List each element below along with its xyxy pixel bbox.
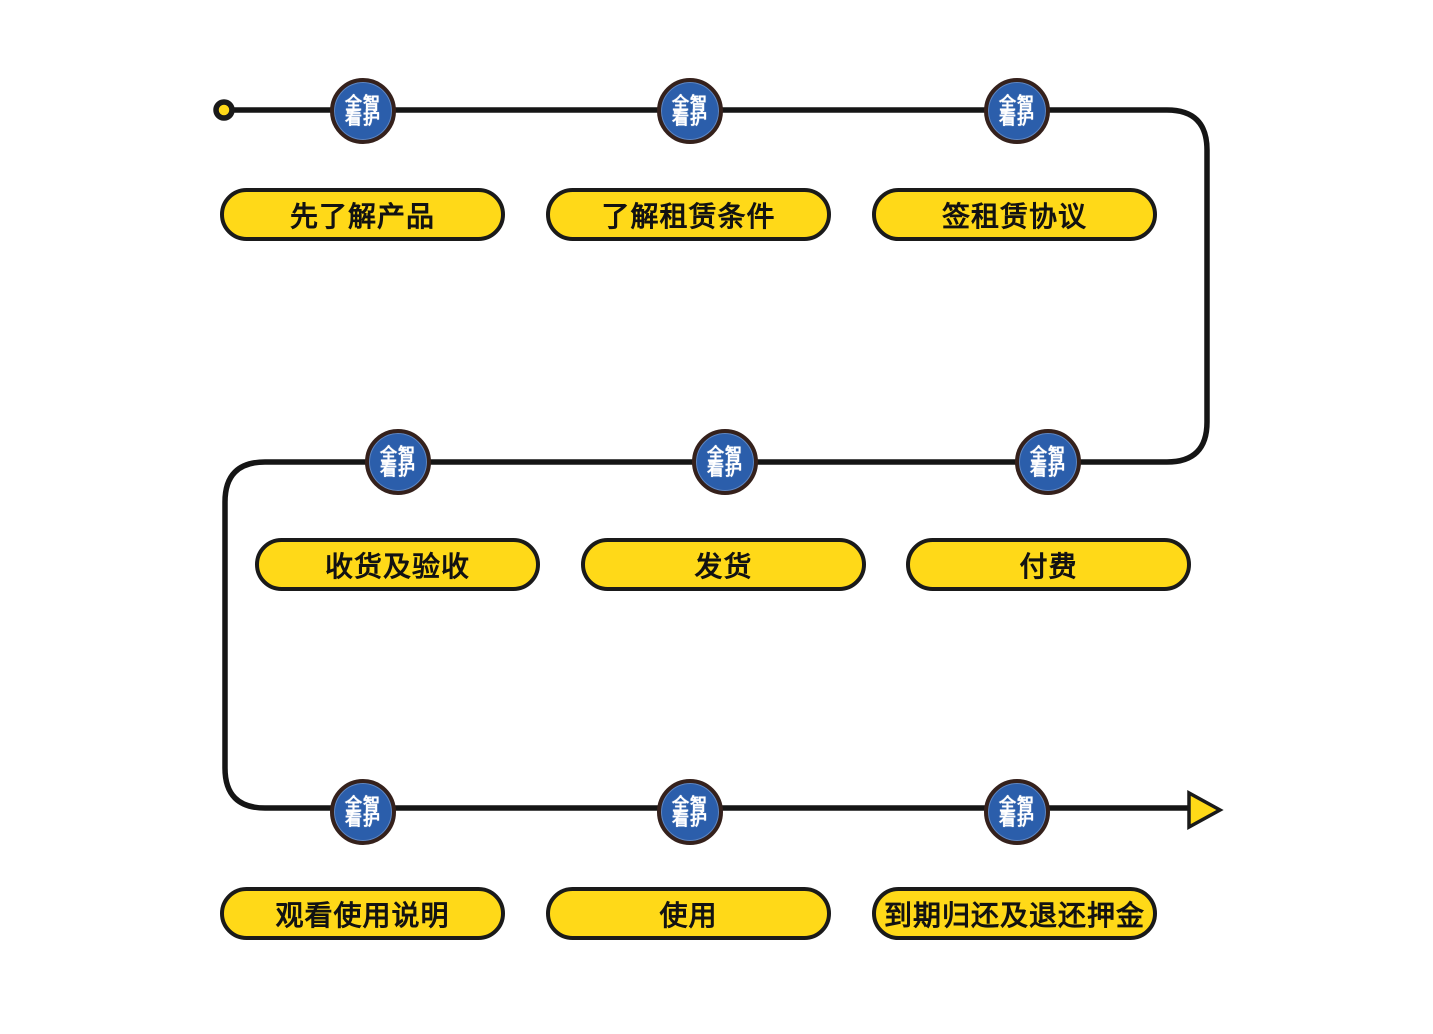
brand-badge-icon: 全智 看护 — [330, 78, 396, 144]
brand-badge-text: 全智 — [672, 794, 708, 814]
brand-badge-text: 看护 — [707, 460, 743, 479]
step-pill-sign-agreement: 签租赁协议 — [872, 188, 1157, 241]
brand-badge-text: 全智 — [999, 794, 1035, 814]
brand-badge-icon: 全智 看护 — [657, 78, 723, 144]
brand-badge-icon: 全智 看护 — [984, 78, 1050, 144]
step-pill-know-product: 先了解产品 — [220, 188, 505, 241]
flow-end-arrow-icon — [1187, 790, 1224, 830]
brand-badge-text: 看护 — [999, 810, 1035, 829]
brand-badge-icon: 全智 看护 — [657, 779, 723, 845]
brand-badge-text: 全智 — [345, 93, 381, 113]
step-pill-return-deposit: 到期归还及退还押金 — [872, 887, 1157, 940]
brand-badge-icon: 全智 看护 — [330, 779, 396, 845]
brand-badge-text: 看护 — [345, 109, 381, 128]
brand-badge-text: 全智 — [999, 93, 1035, 113]
brand-badge-icon: 全智 看护 — [692, 429, 758, 495]
brand-badge-text: 看护 — [999, 109, 1035, 128]
brand-badge-text: 全智 — [345, 794, 381, 814]
brand-badge-text: 全智 — [707, 444, 743, 464]
step-pill-receive-inspect: 收货及验收 — [255, 538, 540, 591]
flow-start-dot — [213, 99, 235, 121]
brand-badge-text: 全智 — [672, 93, 708, 113]
step-pill-rental-terms: 了解租赁条件 — [546, 188, 831, 241]
brand-badge-text: 全智 — [1030, 444, 1066, 464]
brand-badge-text: 全智 — [380, 444, 416, 464]
brand-badge-icon: 全智 看护 — [984, 779, 1050, 845]
brand-badge-icon: 全智 看护 — [365, 429, 431, 495]
brand-badge-text: 看护 — [345, 810, 381, 829]
brand-badge-text: 看护 — [672, 810, 708, 829]
step-pill-pay: 付费 — [906, 538, 1191, 591]
brand-badge-text: 看护 — [380, 460, 416, 479]
step-pill-ship: 发货 — [581, 538, 866, 591]
brand-badge-text: 看护 — [672, 109, 708, 128]
step-pill-use: 使用 — [546, 887, 831, 940]
brand-badge-icon: 全智 看护 — [1015, 429, 1081, 495]
brand-badge-text: 看护 — [1030, 460, 1066, 479]
step-pill-watch-instructions: 观看使用说明 — [220, 887, 505, 940]
